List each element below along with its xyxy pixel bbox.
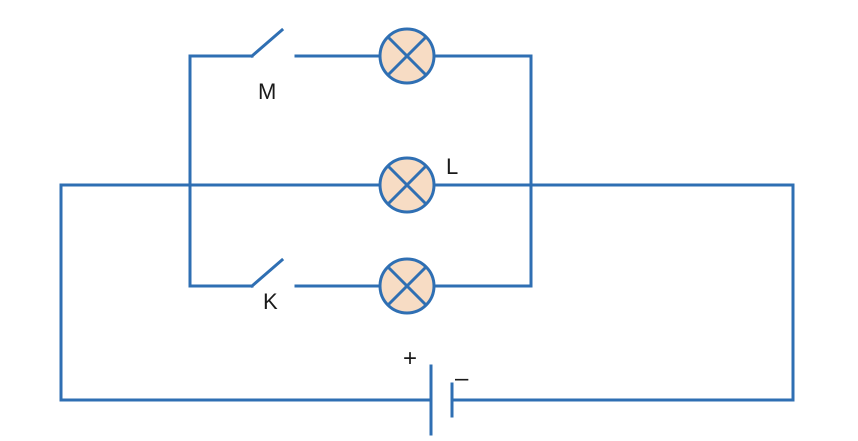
battery-negative-sign: –: [455, 365, 469, 392]
main-loop-wire-right: [432, 183, 795, 402]
bottom-branch: K: [188, 257, 533, 315]
lamp-top: [378, 27, 436, 85]
switch-m-label: M: [258, 79, 276, 104]
switch-k-label: K: [263, 289, 278, 314]
main-loop-wire-left: [59, 183, 433, 402]
lamp-l: [378, 156, 436, 214]
switch-m-blade: [249, 27, 285, 59]
battery: + –: [403, 345, 469, 436]
switch-k-blade: [249, 257, 285, 289]
battery-positive-sign: +: [403, 345, 417, 372]
top-branch: M: [188, 27, 533, 288]
lamp-l-label: L: [446, 154, 458, 179]
lamp-bottom: [378, 257, 436, 315]
middle-branch: L: [59, 154, 795, 402]
top-branch-wire-right: [432, 54, 533, 288]
top-branch-wire-left: [188, 54, 254, 288]
